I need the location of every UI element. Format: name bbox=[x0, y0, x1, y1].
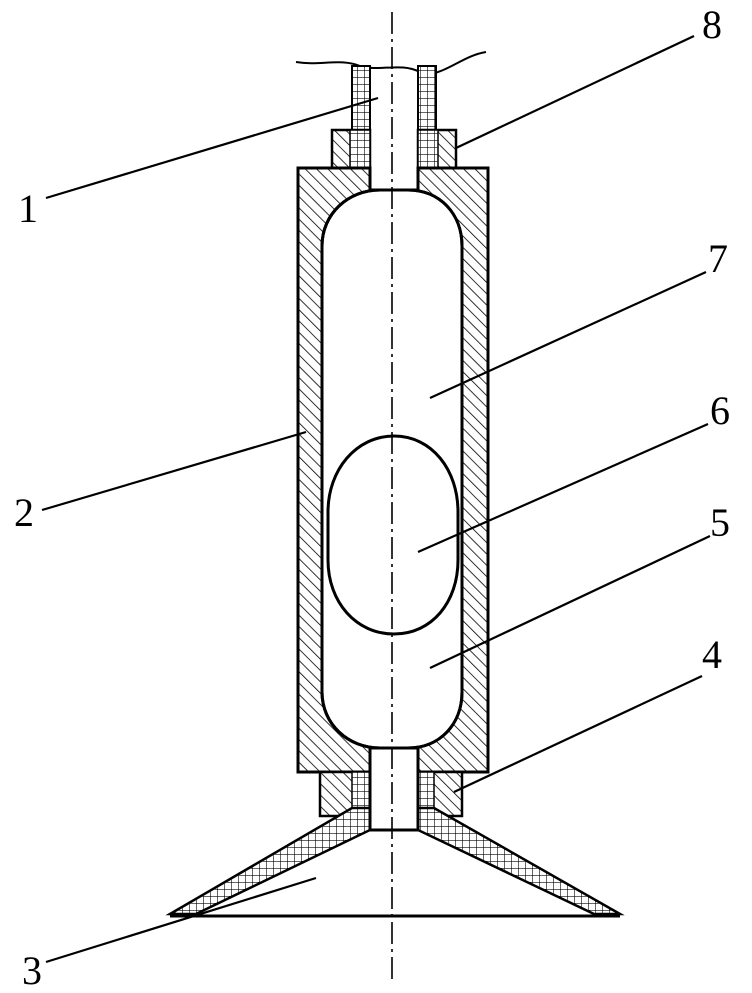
suction-cup-wall-right bbox=[416, 806, 625, 916]
upper-nut-inner-right bbox=[417, 129, 439, 169]
label-4: 4 bbox=[702, 632, 722, 677]
leader-3 bbox=[45, 876, 317, 964]
float-ball bbox=[326, 434, 460, 636]
leader-7 bbox=[429, 270, 707, 400]
leader-1 bbox=[45, 96, 379, 200]
leader-8 bbox=[455, 35, 695, 149]
leader-6 bbox=[417, 422, 709, 554]
label-6: 6 bbox=[710, 388, 730, 433]
label-8: 8 bbox=[702, 2, 722, 47]
leader-4 bbox=[453, 675, 703, 793]
label-3: 3 bbox=[22, 948, 42, 993]
cavity-chamber bbox=[320, 188, 464, 750]
label-2: 2 bbox=[14, 490, 34, 535]
housing bbox=[296, 166, 490, 774]
leader-2 bbox=[41, 430, 307, 512]
break-line bbox=[295, 51, 487, 75]
suction-cup-wall bbox=[165, 806, 372, 916]
label-1: 1 bbox=[18, 186, 38, 231]
label-5: 5 bbox=[710, 500, 730, 545]
upper-nut-inner-left bbox=[349, 129, 371, 169]
label-7: 7 bbox=[708, 236, 728, 281]
leader-5 bbox=[429, 535, 711, 669]
